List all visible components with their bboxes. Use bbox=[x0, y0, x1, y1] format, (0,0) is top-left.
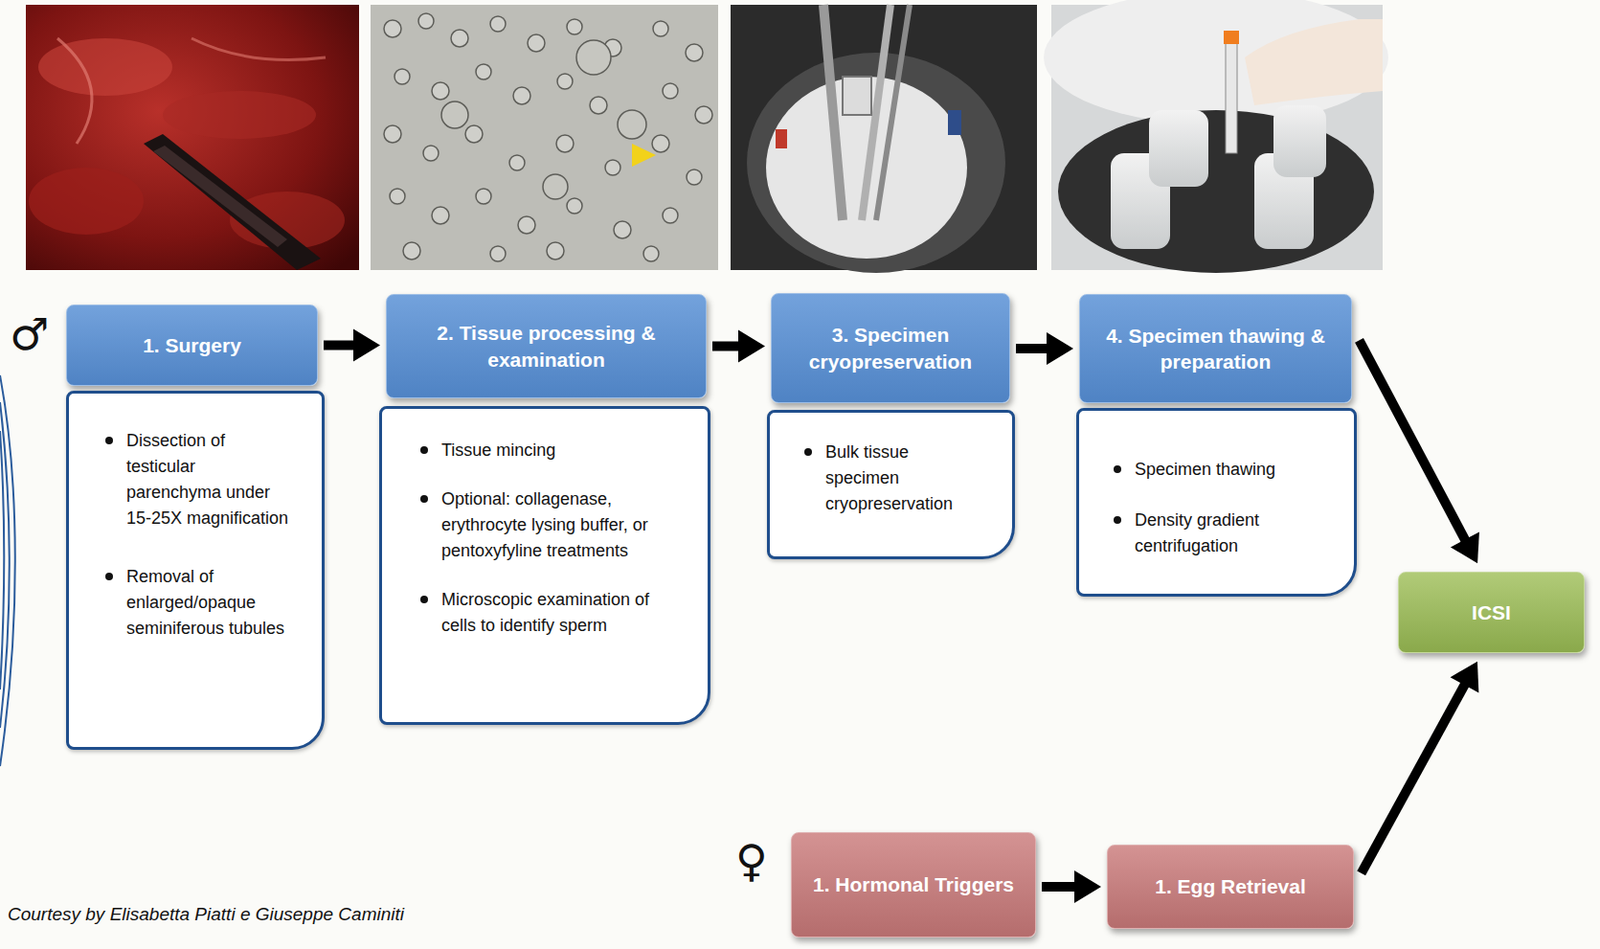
step-details: Specimen thawingDensity gradient centrif… bbox=[1076, 407, 1357, 597]
text-group: ICSI bbox=[1471, 599, 1511, 626]
bullet-dot bbox=[1113, 516, 1122, 524]
box-title: 4. Specimen thawing & preparation bbox=[1091, 322, 1340, 376]
bullet-dot bbox=[420, 495, 429, 503]
credit-note: Courtesy by Elisabetta Piatti e Giuseppe… bbox=[7, 903, 405, 925]
flow-arrow bbox=[1359, 339, 1480, 564]
text-group: 1. Hormonal Triggers bbox=[812, 871, 1015, 898]
flow-arrow bbox=[1041, 870, 1102, 903]
flow-arrow bbox=[323, 329, 381, 362]
step-details: Tissue mincingOptional: collagenase, ery… bbox=[379, 405, 711, 725]
text-group: 2. Tissue processing & examination bbox=[398, 319, 695, 373]
box-title: 1. Hormonal Triggers bbox=[812, 871, 1015, 898]
microscopy-photo bbox=[370, 4, 719, 271]
bullet-dot bbox=[105, 436, 113, 445]
text-group: 4. Specimen thawing & preparation bbox=[1091, 322, 1340, 376]
flow-arrow bbox=[712, 330, 766, 363]
bullet-text: Bulk tissue specimen cryopreservation bbox=[825, 439, 984, 518]
bullet-dot bbox=[420, 446, 429, 454]
step-header: 1. Surgery bbox=[66, 304, 318, 386]
female-step-box: 1. Hormonal Triggers bbox=[790, 832, 1037, 938]
bullet-dot bbox=[420, 595, 429, 604]
box-title: 3. Specimen cryopreservation bbox=[783, 321, 998, 375]
bullet-dot bbox=[1113, 465, 1122, 474]
text-group: Dissection of testicular parenchyma unde… bbox=[126, 428, 293, 642]
bullet-text: Specimen thawing bbox=[1134, 456, 1326, 483]
step-header: 3. Specimen cryopreservation bbox=[770, 292, 1011, 404]
box-title: 1. Egg Retrieval bbox=[1154, 873, 1307, 900]
arrow-head bbox=[1450, 661, 1480, 694]
arrow-head bbox=[1074, 870, 1102, 903]
step-details: Dissection of testicular parenchyma unde… bbox=[66, 390, 325, 750]
text-group: Bulk tissue specimen cryopreservation bbox=[825, 439, 984, 518]
step-details: Bulk tissue specimen cryopreservation bbox=[766, 409, 1015, 560]
text-group: Tissue mincingOptional: collagenase, ery… bbox=[441, 437, 681, 639]
bullet-text: Removal of enlarged/opaque seminiferous … bbox=[126, 563, 293, 642]
bullet-text: Density gradient centrifugation bbox=[1134, 507, 1326, 560]
bullet-text: Optional: collagenase, erythrocyte lysin… bbox=[441, 486, 681, 564]
bullet-dot bbox=[105, 572, 113, 581]
text-group: 1. Egg Retrieval bbox=[1154, 873, 1307, 900]
icsi-box: ICSI bbox=[1397, 571, 1585, 654]
bullet-text: Dissection of testicular parenchyma unde… bbox=[126, 428, 293, 532]
female-step-box: 1. Egg Retrieval bbox=[1106, 844, 1354, 929]
arrow-head bbox=[1450, 531, 1480, 564]
box-title: ICSI bbox=[1471, 599, 1511, 626]
arrow-head bbox=[353, 329, 381, 362]
text-group: 1. Surgery bbox=[142, 332, 242, 359]
arrow-head bbox=[1046, 332, 1074, 365]
arrow-shaft bbox=[1361, 679, 1468, 874]
flow-arrow bbox=[1361, 661, 1480, 874]
bullet-text: Tissue mincing bbox=[441, 437, 681, 464]
cryopreservation-photo bbox=[730, 4, 1037, 273]
text-group: 3. Specimen cryopreservation bbox=[783, 321, 998, 375]
centrifuge-photo bbox=[1043, 0, 1389, 273]
flow-arrow bbox=[1015, 332, 1074, 365]
step-header: 2. Tissue processing & examination bbox=[385, 293, 707, 399]
step-header: 4. Specimen thawing & preparation bbox=[1079, 293, 1353, 404]
bullet-dot bbox=[804, 448, 812, 456]
box-title: 1. Surgery bbox=[142, 332, 242, 359]
male-symbol: ♂ bbox=[9, 308, 49, 361]
arrow-shaft bbox=[1359, 339, 1468, 544]
text-group: Specimen thawingDensity gradient centrif… bbox=[1134, 456, 1326, 560]
bullet-text: Microscopic examination of cells to iden… bbox=[441, 586, 681, 639]
slide-decoration bbox=[0, 375, 16, 767]
female-symbol: ♀ bbox=[735, 834, 768, 887]
box-title: 2. Tissue processing & examination bbox=[398, 319, 695, 373]
arrow-head bbox=[738, 330, 766, 363]
surgery-photo bbox=[25, 4, 360, 271]
